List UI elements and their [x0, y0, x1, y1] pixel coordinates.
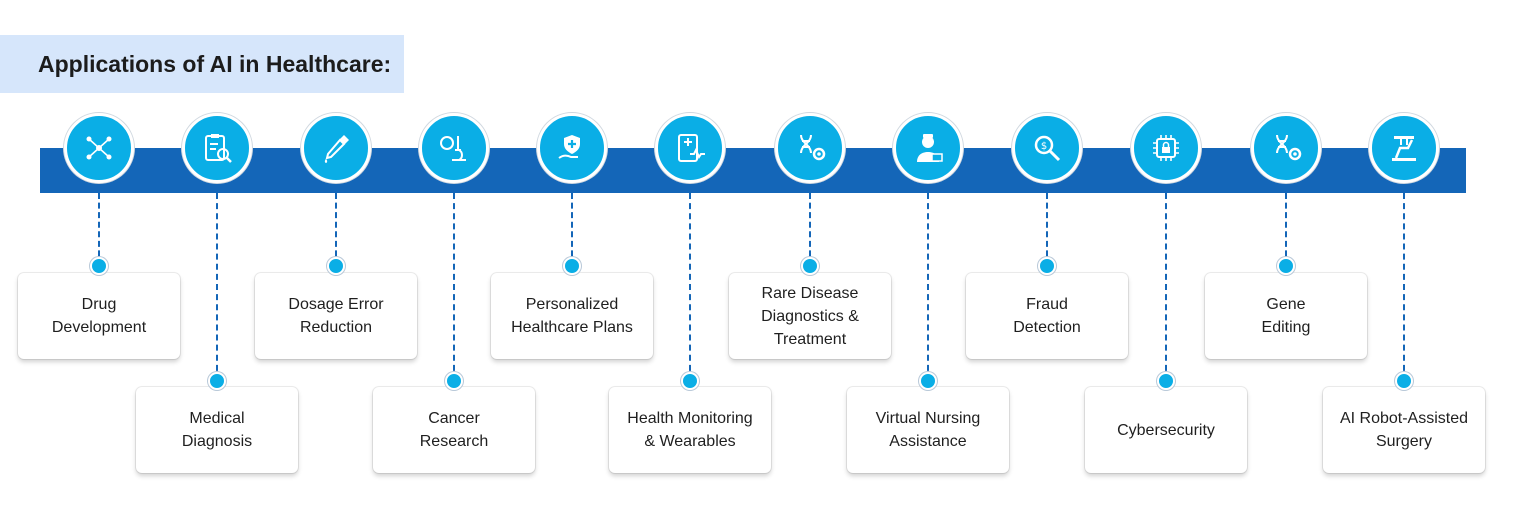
connector-dot [1277, 257, 1295, 275]
application-label: Fraud Detection [1013, 296, 1081, 336]
dna-gear-icon [800, 134, 826, 161]
application-card: Cancer Research [373, 387, 535, 473]
timeline-node: $ [1012, 113, 1082, 183]
connector-dot [563, 257, 581, 275]
application-card: Medical Diagnosis [136, 387, 298, 473]
dropper-icon [324, 135, 349, 163]
connector-line [1285, 193, 1287, 266]
connector-line [927, 193, 929, 381]
page-title: Applications of AI in Healthcare: [38, 50, 392, 77]
application-label: Dosage Error Reduction [288, 296, 384, 336]
connector-dot [1395, 372, 1413, 390]
timeline-node [301, 113, 371, 183]
molecule-icon [86, 136, 112, 160]
timeline-node [1369, 113, 1439, 183]
clipboard-magnifier-icon [205, 134, 232, 163]
monitor-heartbeat-icon [678, 134, 705, 162]
microscope-icon [440, 136, 466, 161]
nurse-icon [917, 134, 943, 162]
application-card: Dosage Error Reduction [255, 273, 417, 359]
application-label: Medical Diagnosis [181, 410, 253, 450]
application-label: Drug Development [51, 296, 147, 336]
application-card: Cybersecurity [1085, 387, 1247, 473]
connector-line [809, 193, 811, 266]
application-card: Health Monitoring & Wearables [609, 387, 771, 473]
timeline-node [419, 113, 489, 183]
application-label: Gene Editing [1261, 296, 1311, 336]
timeline-node [182, 113, 252, 183]
connector-dot [919, 372, 937, 390]
connector-dot [1157, 372, 1175, 390]
connector-line [1403, 193, 1405, 381]
application-card: Personalized Healthcare Plans [491, 273, 653, 359]
timeline-node [537, 113, 607, 183]
connector-line [335, 193, 337, 266]
application-card: Rare Disease Diagnostics & Treatment [729, 273, 891, 359]
magnifier-money-icon: $ [1034, 135, 1061, 162]
application-label: Virtual Nursing Assistance [875, 410, 981, 450]
timeline-node [893, 113, 963, 183]
application-label: Personalized Healthcare Plans [511, 296, 633, 336]
connector-dot [327, 257, 345, 275]
application-label: Rare Disease Diagnostics & Treatment [761, 284, 859, 348]
application-card: Virtual Nursing Assistance [847, 387, 1009, 473]
timeline-band [40, 148, 1466, 193]
application-label: Cancer Research [419, 410, 489, 450]
connector-dot [90, 257, 108, 275]
connector-dot [681, 372, 699, 390]
connector-line [571, 193, 573, 266]
hand-shield-icon [558, 135, 580, 159]
application-card: Drug Development [18, 273, 180, 359]
timeline-node [1251, 113, 1321, 183]
connector-line [453, 193, 455, 381]
connector-line [1165, 193, 1167, 381]
timeline-node [64, 113, 134, 183]
connector-line [98, 193, 100, 266]
connector-dot [1038, 257, 1056, 275]
application-label: Health Monitoring & Wearables [627, 410, 753, 450]
application-card: Fraud Detection [966, 273, 1128, 359]
application-label: AI Robot-Assisted Surgery [1339, 410, 1469, 450]
timeline-node [1131, 113, 1201, 183]
connector-line [689, 193, 691, 381]
application-card: Gene Editing [1205, 273, 1367, 359]
application-card: AI Robot-Assisted Surgery [1323, 387, 1485, 473]
connector-dot [208, 372, 226, 390]
connector-dot [801, 257, 819, 275]
timeline-node [655, 113, 725, 183]
svg-text:$: $ [1041, 141, 1047, 152]
connector-line [216, 193, 218, 381]
robot-arm-icon [1392, 136, 1416, 161]
dna-gear-icon [1276, 134, 1302, 161]
timeline-node [775, 113, 845, 183]
connector-dot [445, 372, 463, 390]
title-banner: Applications of AI in Healthcare: [0, 35, 404, 93]
chip-lock-icon [1153, 135, 1179, 161]
connector-line [1046, 193, 1048, 266]
application-label: Cybersecurity [1117, 421, 1215, 439]
